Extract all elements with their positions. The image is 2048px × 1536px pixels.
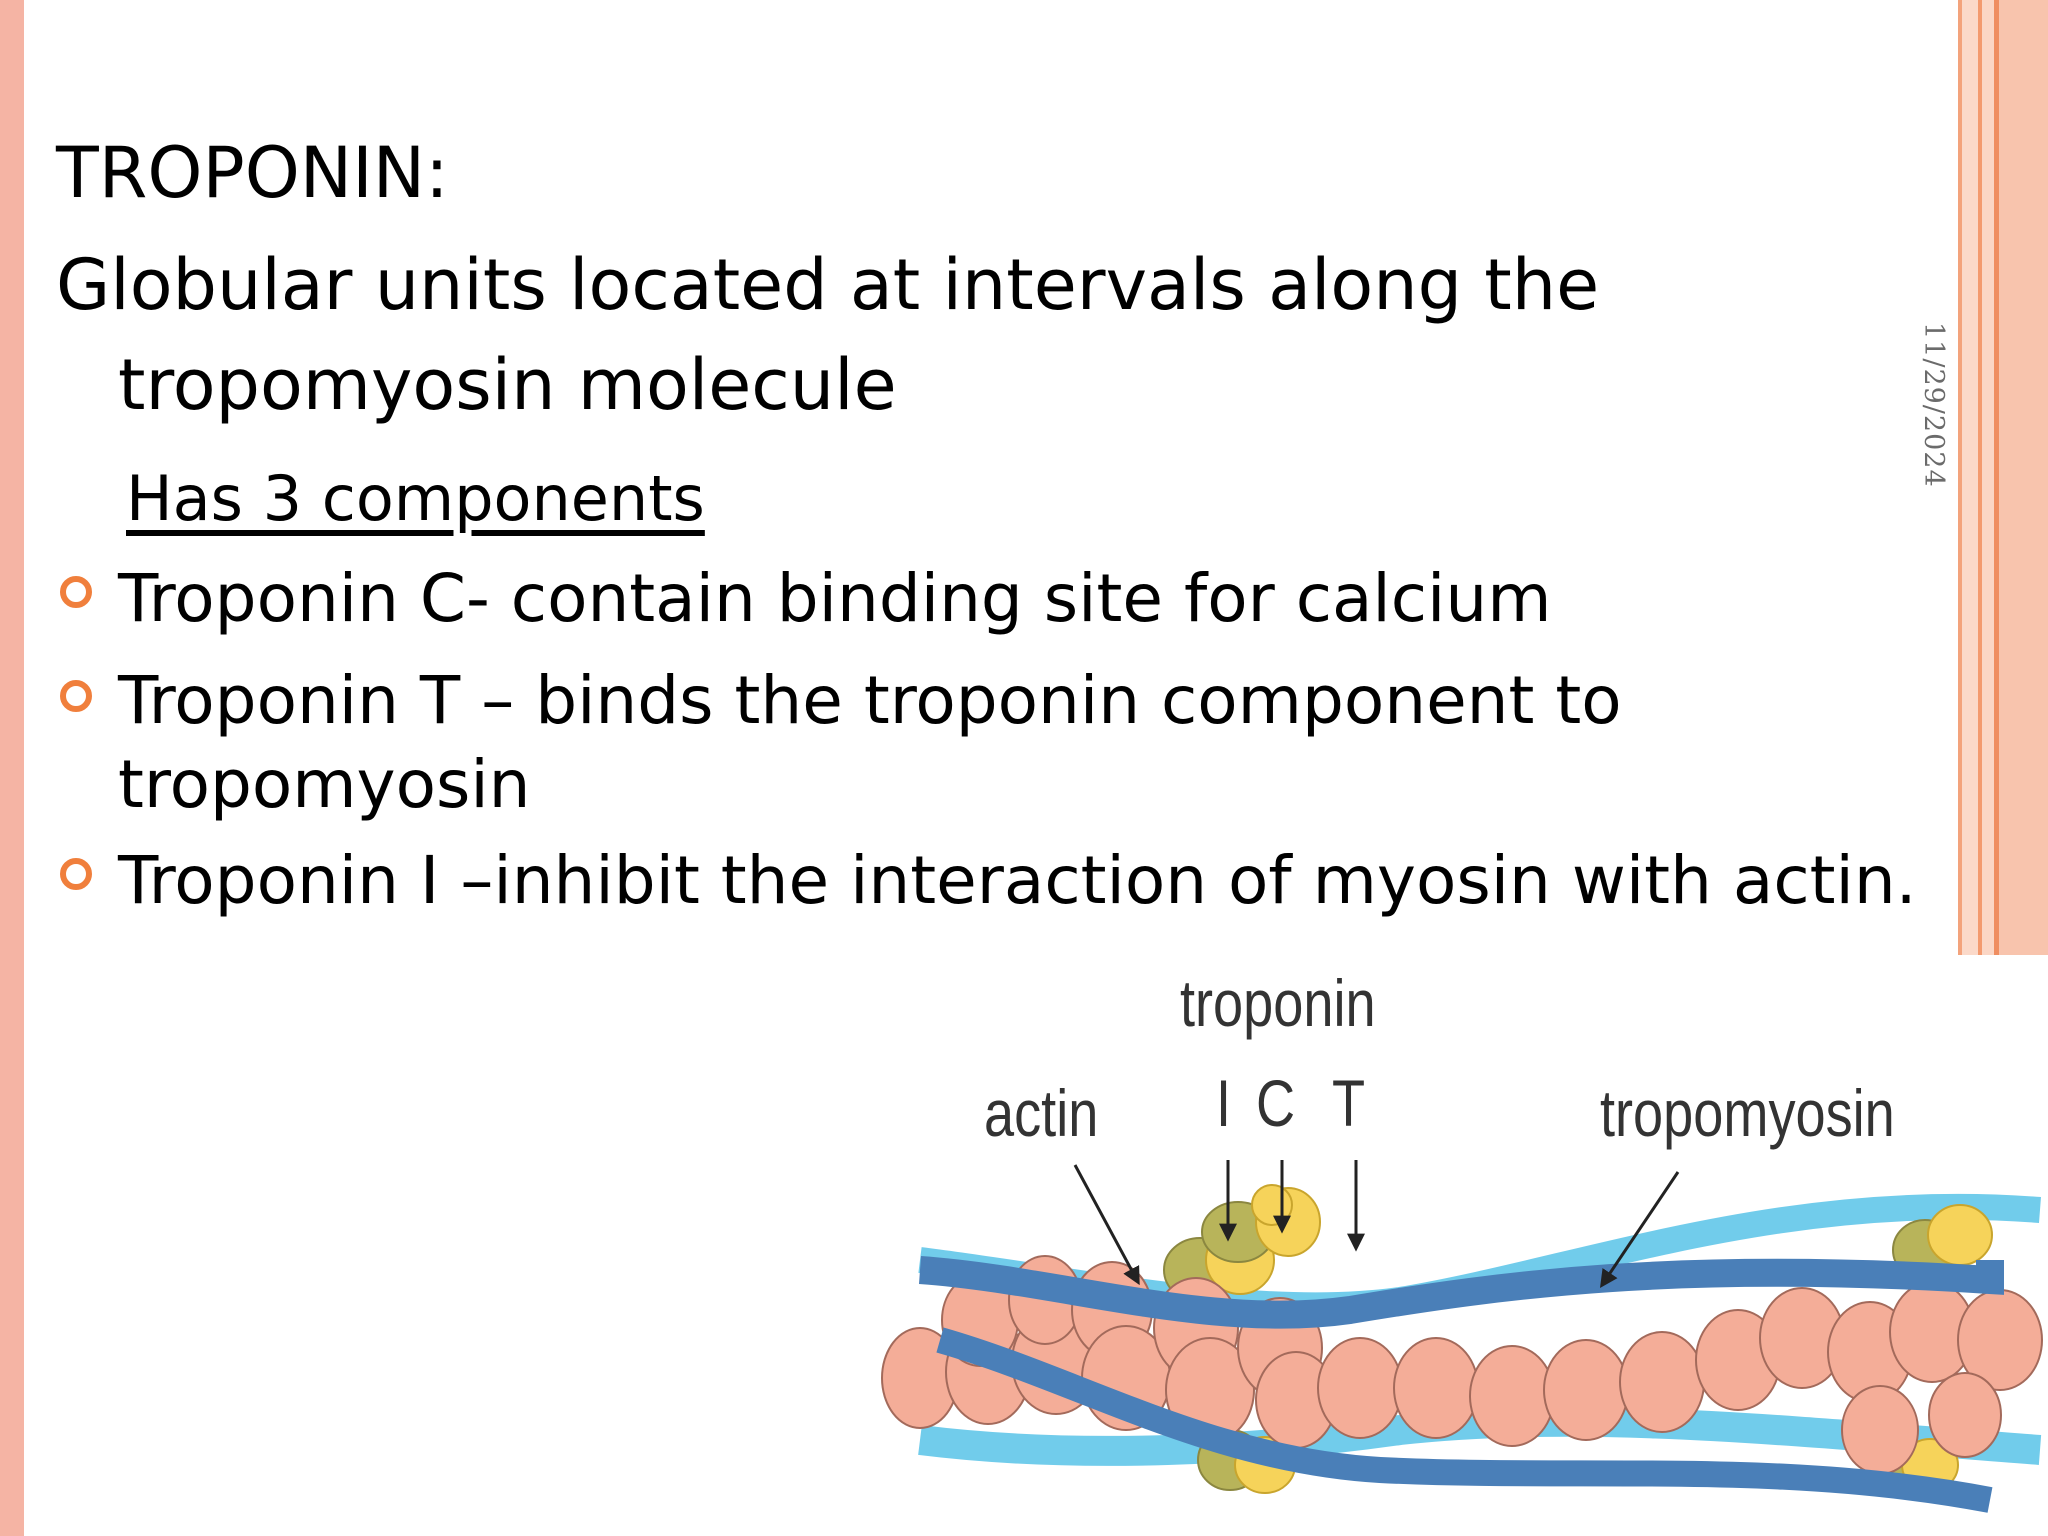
slide-title: TROPONIN: — [56, 132, 449, 214]
label-troponin-t: T — [1332, 1066, 1366, 1140]
bullet-circle-icon — [60, 576, 92, 608]
bullet-circle-icon — [60, 858, 92, 890]
left-accent-bar — [0, 0, 24, 1536]
filament-illustration — [881, 1160, 2043, 1513]
bullet-troponin-t: Troponin T – binds the troponin componen… — [118, 662, 1622, 739]
intro-text-line-1: Globular units located at intervals alon… — [56, 244, 1600, 326]
right-decoration-stripe — [1978, 0, 1982, 955]
right-decoration-stripe — [1982, 0, 1994, 955]
label-troponin: troponin — [1180, 966, 1376, 1040]
bullet-troponin-c: Troponin C- contain binding site for cal… — [118, 560, 1552, 637]
thin-filament-diagram: troponin actin I C T tropomyosin — [880, 960, 2048, 1536]
label-tropomyosin: tropomyosin — [1600, 1076, 1895, 1150]
slide-date: 11/29/2024 — [1918, 322, 1949, 488]
intro-text-line-2: tropomyosin molecule — [118, 344, 897, 426]
bullet-troponin-t-continued: tropomyosin — [118, 746, 531, 823]
label-troponin-i: I — [1216, 1066, 1232, 1140]
label-actin: actin — [984, 1076, 1099, 1150]
right-decoration-stripe — [1994, 0, 1999, 955]
right-decoration-stripe — [1962, 0, 1978, 955]
label-troponin-c: C — [1256, 1066, 1296, 1140]
bullet-circle-icon — [60, 680, 92, 712]
subheading: Has 3 components — [126, 462, 705, 535]
right-decoration-stripe — [1999, 0, 2048, 955]
right-decoration-stripe — [1958, 0, 1962, 955]
bullet-troponin-i: Troponin I –inhibit the interaction of m… — [118, 842, 1917, 919]
